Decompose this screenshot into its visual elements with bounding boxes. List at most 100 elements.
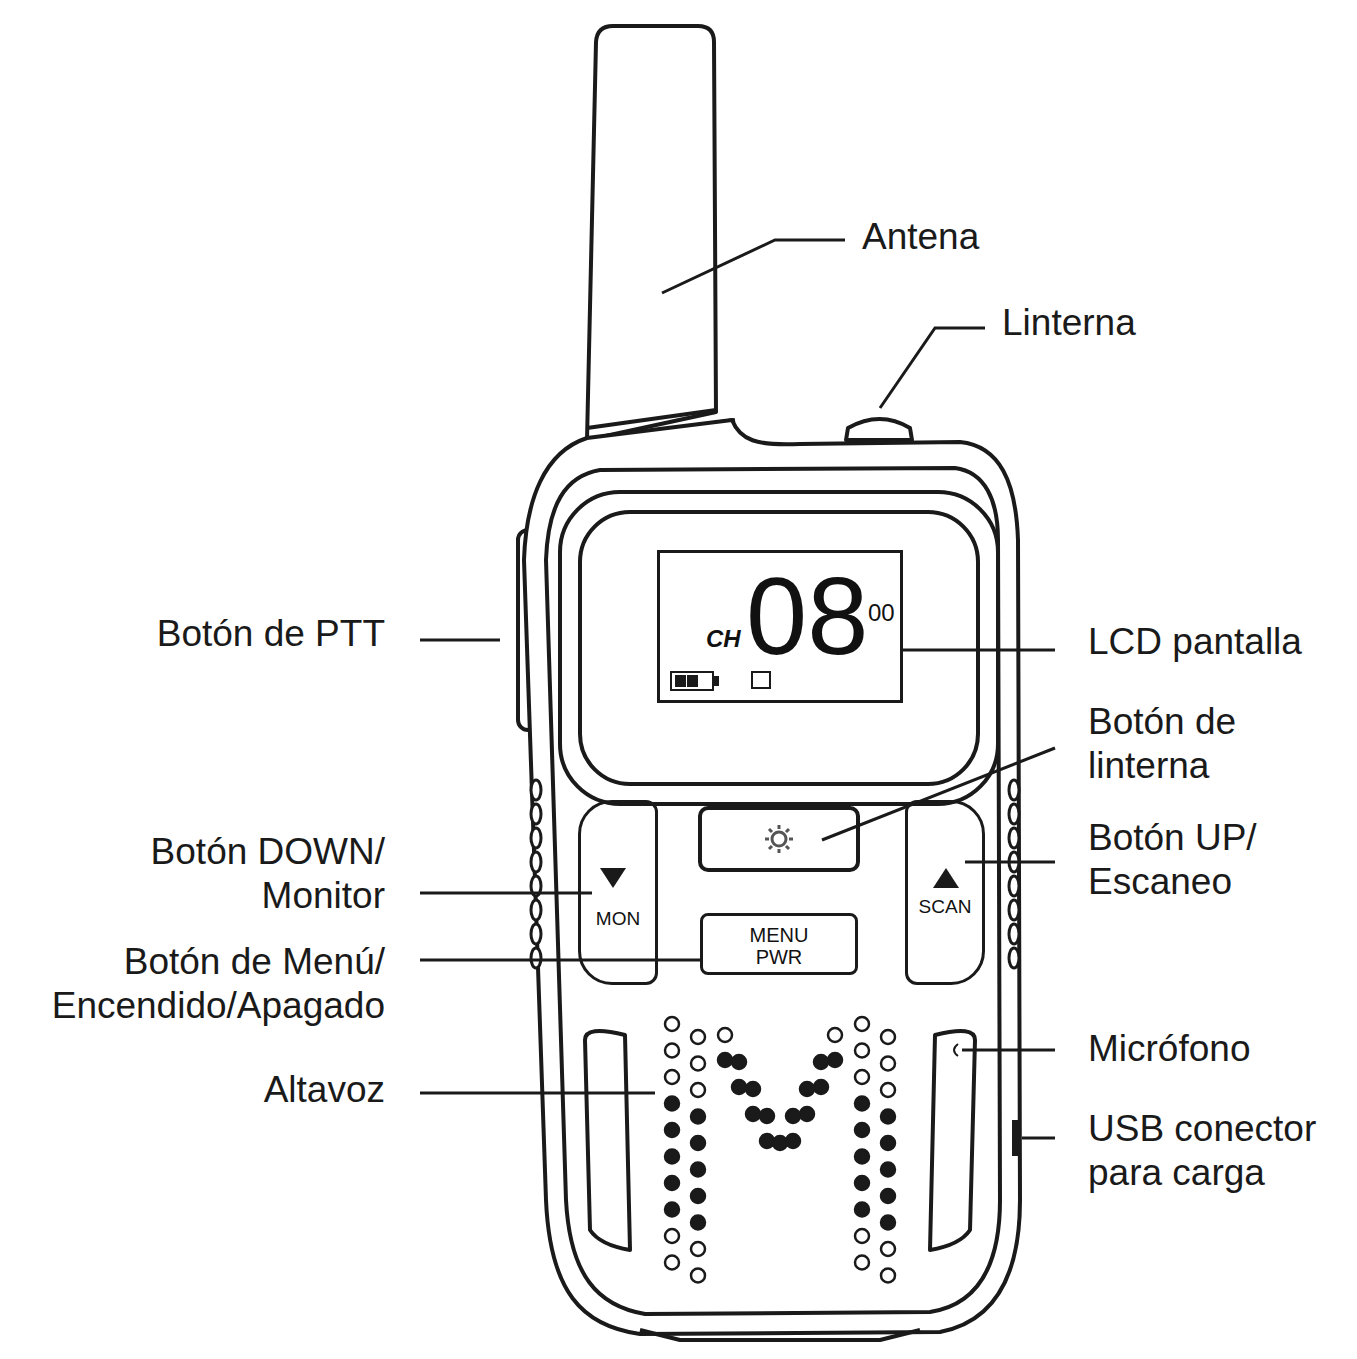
speaker-grille — [665, 1017, 895, 1283]
mode-icon — [752, 672, 770, 688]
battery-icon — [671, 672, 713, 690]
grip-ridge — [531, 900, 541, 920]
battery-bar — [676, 676, 685, 686]
speaker-hole — [881, 1110, 895, 1124]
part-label: Linterna — [1002, 301, 1302, 345]
grip-ridge — [1009, 804, 1019, 824]
speaker-hole — [855, 1176, 869, 1190]
speaker-hole — [760, 1109, 774, 1123]
grip-ridge — [531, 924, 541, 944]
speaker-hole — [691, 1136, 705, 1150]
speaker-hole — [814, 1055, 828, 1069]
menu-power-button: MENU PWR — [700, 913, 858, 975]
speaker-hole — [881, 1163, 895, 1177]
speaker-hole — [691, 1083, 705, 1097]
leader-line — [962, 1049, 1055, 1052]
speaker-hole — [665, 1176, 679, 1190]
speaker-hole — [786, 1109, 800, 1123]
part-label: LCD pantalla — [1088, 620, 1353, 664]
battery-bar — [688, 676, 697, 686]
button-text: MON — [581, 909, 655, 928]
part-label: Botón DOWN/ Monitor — [115, 830, 385, 918]
speaker-hole — [855, 1203, 869, 1217]
screen-frame — [560, 492, 998, 804]
grip-ridge — [1009, 876, 1019, 896]
speaker-hole — [665, 1123, 679, 1137]
speaker-hole — [881, 1269, 895, 1283]
speaker-hole — [665, 1256, 679, 1270]
speaker-hole — [665, 1070, 679, 1084]
speaker-hole — [665, 1229, 679, 1243]
speaker-hole — [665, 1097, 679, 1111]
light-icon — [765, 825, 793, 853]
button-text: 08 — [746, 561, 868, 671]
leader-line — [880, 328, 985, 408]
grip-ridge — [1009, 900, 1019, 920]
speaker-hole — [855, 1097, 869, 1111]
flashlight — [846, 419, 912, 440]
leader-line — [1022, 1137, 1055, 1140]
speaker-hole — [855, 1044, 869, 1058]
leader-lines — [420, 240, 1055, 1138]
part-label: Antena — [862, 215, 1162, 259]
speaker-hole — [855, 1070, 869, 1084]
speaker-hole — [855, 1123, 869, 1137]
speaker-hole — [746, 1082, 760, 1096]
grip-ridge — [1009, 948, 1019, 968]
speaker-hole — [760, 1134, 774, 1148]
part-label: Botón de PTT — [55, 612, 385, 656]
speaker-hole — [665, 1017, 679, 1031]
speaker-hole — [691, 1163, 705, 1177]
leader-line — [965, 861, 1055, 864]
speaker-hole — [665, 1150, 679, 1164]
part-label: USB conector para carga — [1088, 1107, 1353, 1195]
down-monitor-button: MON — [578, 800, 658, 985]
speaker-hole — [855, 1229, 869, 1243]
button-text: MENU PWR — [741, 924, 817, 968]
front-face — [546, 468, 1000, 1314]
speaker-hole — [881, 1189, 895, 1203]
button-text: SCAN — [908, 897, 982, 916]
speaker-hole — [855, 1017, 869, 1031]
leader-line — [662, 240, 845, 293]
up-scan-button: SCAN — [905, 800, 985, 985]
leader-line — [420, 1092, 655, 1095]
speaker-hole — [828, 1028, 842, 1042]
speaker-hole — [786, 1134, 800, 1148]
screen-frame-inner — [580, 512, 978, 784]
radio-body — [524, 420, 1020, 1334]
down-arrow — [600, 868, 626, 888]
speaker-hole — [691, 1242, 705, 1256]
grip-ridge — [1009, 780, 1019, 800]
part-label: Botón UP/ Escaneo — [1088, 816, 1318, 904]
speaker-hole — [732, 1080, 746, 1094]
battery-tip — [713, 677, 718, 685]
side-grip — [531, 780, 1019, 968]
speaker-hole — [691, 1110, 705, 1124]
part-label: Botón de linterna — [1088, 700, 1318, 788]
speaker-hole — [828, 1053, 842, 1067]
microphone-hole — [954, 1044, 958, 1056]
grip-ridge — [531, 780, 541, 800]
grip-ridge — [531, 852, 541, 872]
antenna — [587, 26, 716, 440]
speaker-hole — [691, 1269, 705, 1283]
speaker-hole — [665, 1203, 679, 1217]
up-arrow — [933, 868, 959, 888]
speaker-hole — [881, 1136, 895, 1150]
speaker-hole — [814, 1080, 828, 1094]
speaker-hole — [881, 1216, 895, 1230]
leader-line — [420, 639, 500, 642]
speaker-hole — [665, 1044, 679, 1058]
speaker-hole — [881, 1057, 895, 1071]
leader-line — [420, 959, 705, 962]
speaker-hole — [718, 1028, 732, 1042]
speaker-hole — [691, 1216, 705, 1230]
speaker-hole — [881, 1242, 895, 1256]
speaker-hole — [881, 1030, 895, 1044]
speaker-hole — [773, 1136, 787, 1150]
grip-ridge — [531, 948, 541, 968]
speaker-hole — [881, 1083, 895, 1097]
speaker-hole — [855, 1150, 869, 1164]
part-label: Altavoz — [85, 1068, 385, 1112]
